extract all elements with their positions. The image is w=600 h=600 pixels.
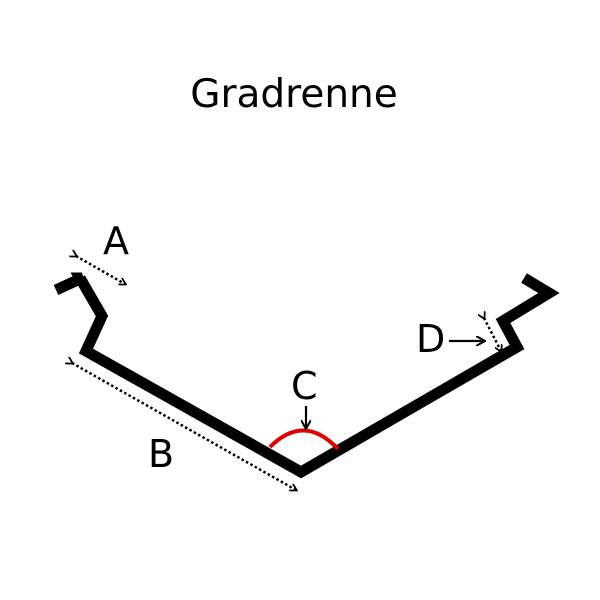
- label-a: A: [103, 219, 129, 263]
- dimension-arrow-d: [484, 318, 501, 351]
- dimension-arrow-a: [76, 256, 125, 284]
- diagram-title: Gradrenne: [190, 72, 398, 117]
- label-b: B: [148, 432, 174, 476]
- label-c: C: [291, 364, 318, 408]
- angle-arc-c: [268, 428, 340, 451]
- label-d: D: [416, 317, 445, 361]
- dimension-arrow-b: [72, 363, 296, 490]
